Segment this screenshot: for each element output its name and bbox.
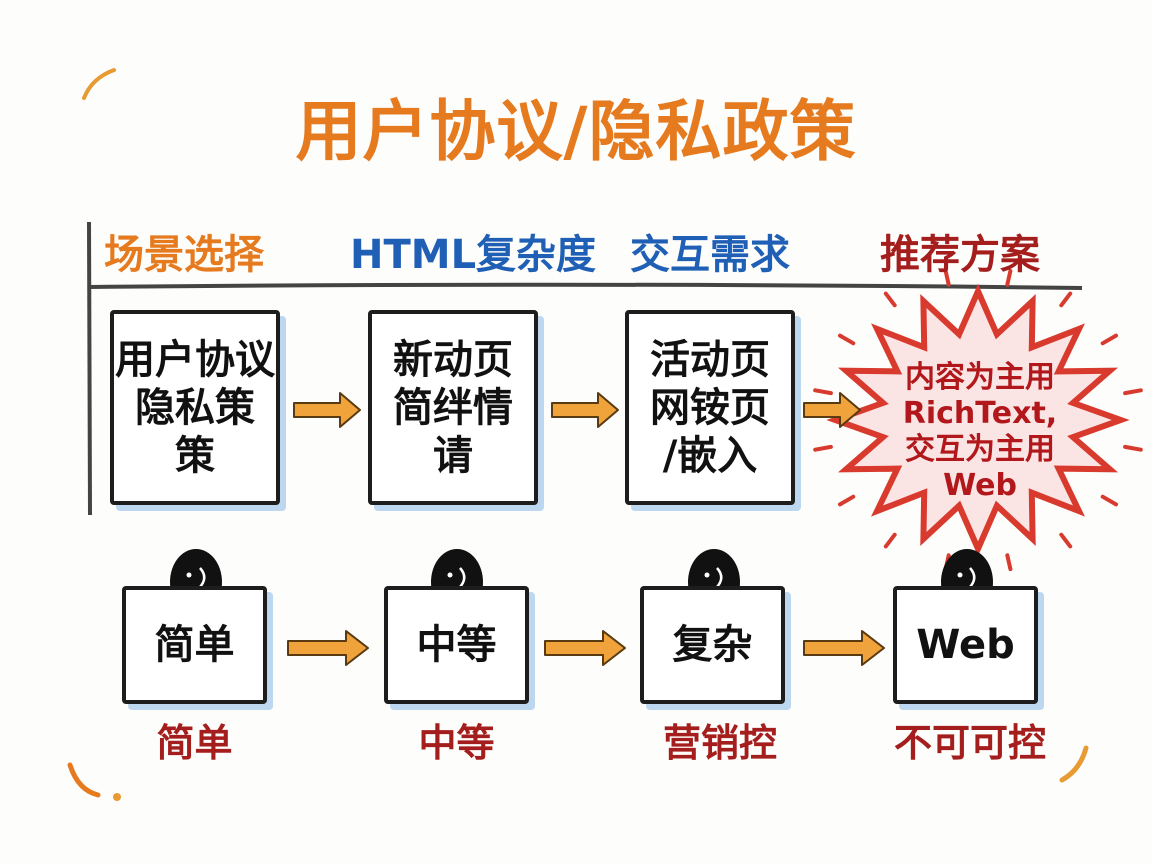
starburst-ray [1059,291,1073,308]
corner-flourish [82,68,116,100]
corner-flourish [1059,745,1089,783]
card-line: 活动页 [650,336,770,383]
header-recommendation: 推荐方案 [880,232,1040,278]
recommendation-starburst [826,283,1130,557]
scenario-card: 活动页 网铵页 /嵌入 [625,310,795,505]
scenario-card: 新动页 简绊情 请 [368,310,538,505]
arrow-right [803,630,885,666]
scenario-card: 用户协议 隐私策 策 [110,310,280,505]
arrow-right [551,392,619,428]
card-line: 新动页 [393,336,513,383]
header-divider [89,282,1083,290]
card-line: 简绊情 [393,384,513,431]
complexity-caption: 不可可控 [893,721,1046,765]
header-html-complexity: HTML复杂度 [350,232,597,278]
recommendation-line: Web [943,468,1017,503]
starburst-ray [1005,553,1013,572]
card-label: 中等 [416,622,497,668]
card-line: 隐私策 [135,384,255,431]
arrow-right [287,630,369,666]
arrow-right [293,392,361,428]
starburst-ray [838,333,856,346]
card-label: Web [916,622,1015,668]
card-line: 请 [433,432,473,479]
card-line: 策 [175,432,215,479]
recommendation-line: 内容为主用 [905,360,1055,395]
starburst-ray [1100,494,1118,507]
complexity-caption: 营销控 [662,721,777,765]
starburst-ray [883,291,897,308]
arrow-right [803,392,861,428]
recommendation-text: 内容为主用 RichText, 交互为主用 Web [880,360,1080,504]
corner-flourish [67,762,101,798]
starburst-ray [1123,444,1143,452]
complexity-card: Web [893,586,1038,704]
card-label: 简单 [154,622,235,668]
complexity-caption: 简单 [156,721,233,765]
header-interaction: 交互需求 [630,232,790,278]
card-line: 用户协议 [115,336,275,383]
starburst-ray [883,532,897,549]
starburst-ray [813,388,833,396]
header-scene: 场景选择 [104,232,264,278]
arrow-right [544,630,626,666]
card-line: /嵌入 [662,432,758,479]
starburst-ray [943,268,951,287]
starburst-ray [943,553,951,572]
corner-dot [113,793,121,801]
starburst-ray [1005,268,1013,287]
page-title: 用户协议/隐私政策 [295,93,857,170]
card-label: 复杂 [672,622,753,668]
starburst-ray [813,444,833,452]
starburst-ray [1059,532,1073,549]
recommendation-line: RichText, [902,396,1058,431]
card-line: 网铵页 [650,384,770,431]
starburst-ray [838,494,856,507]
complexity-caption: 中等 [418,721,495,765]
starburst-ray [1100,333,1118,346]
recommendation-line: 交互为主用 [905,432,1055,467]
complexity-card: 简单 [122,586,267,704]
left-rule [87,221,92,516]
starburst-ray [1123,388,1143,396]
complexity-card: 中等 [384,586,529,704]
complexity-card: 复杂 [640,586,785,704]
